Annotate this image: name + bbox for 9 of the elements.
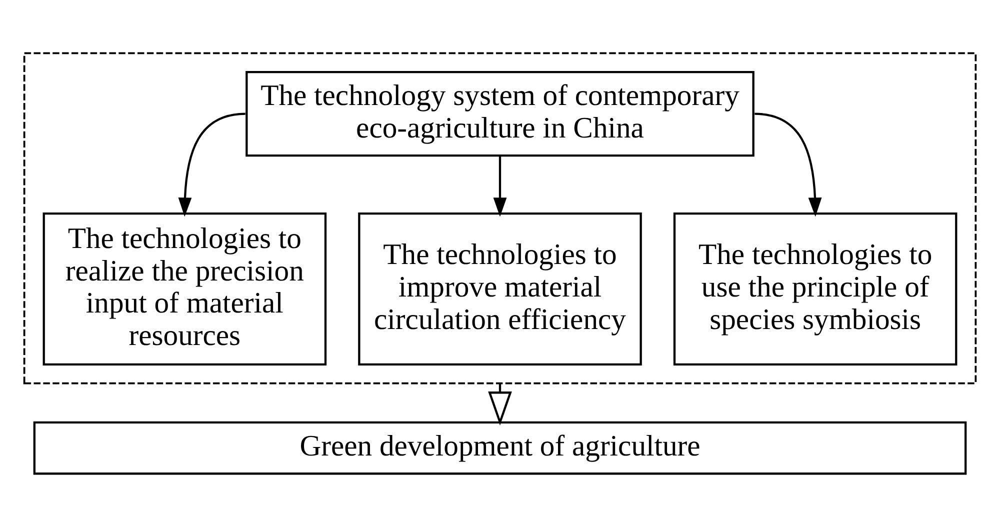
arrow (493, 155, 507, 216)
node-box: The technologies to realize the precision input of material resources (42, 212, 327, 366)
cluster (23, 52, 977, 384)
arrow (178, 112, 246, 216)
arrow (754, 112, 822, 216)
node-box: The technology system of contemporary eco-agriculture in China (246, 70, 754, 156)
node-box: The technologies to improve material circulation efficiency (358, 212, 642, 366)
node-box: Green development of agriculture (33, 420, 967, 474)
node-box: The technologies to use the principle of species symbiosis (673, 212, 958, 366)
